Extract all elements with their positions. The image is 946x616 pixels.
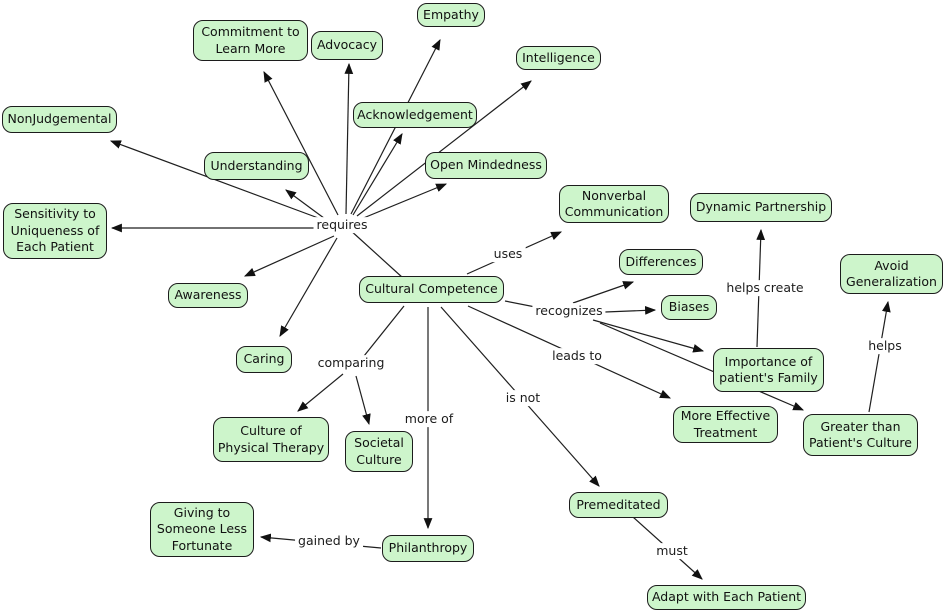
edge-line-requires-to-caring: [279, 237, 338, 337]
edge-line-recognizes-to-importance-of-patients-family: [592, 319, 705, 353]
concept-node-greater-than-patients-culture[interactable]: Greater than Patient's Culture: [803, 414, 918, 456]
concept-node-philanthropy[interactable]: Philanthropy: [382, 535, 474, 562]
concept-node-more-effective-treatment[interactable]: More Effective Treatment: [673, 406, 778, 443]
concept-node-advocacy[interactable]: Advocacy: [311, 31, 383, 60]
concept-node-open-mindedness[interactable]: Open Mindedness: [425, 152, 547, 179]
concept-node-awareness[interactable]: Awareness: [168, 283, 248, 308]
edge-line-greater-than-patients-culture-to-avoid-generalization: [868, 300, 891, 413]
concept-node-biases[interactable]: Biases: [661, 295, 717, 320]
link-label-helps[interactable]: helps: [865, 338, 905, 354]
concept-node-caring[interactable]: Caring: [236, 346, 292, 373]
concept-node-commitment-to-learn-more[interactable]: Commitment to Learn More: [193, 20, 308, 61]
link-label-requires[interactable]: requires: [313, 217, 371, 233]
edge-line-recognizes-to-greater-than-patients-culture: [599, 322, 805, 411]
link-label-leads-to[interactable]: leads to: [549, 348, 605, 364]
link-label-is-not[interactable]: is not: [502, 390, 544, 406]
edge-line-requires-to-acknowledgement: [352, 133, 403, 216]
concept-node-adapt-with-each-patient[interactable]: Adapt with Each Patient: [647, 585, 806, 610]
edge-line-recognizes-to-differences: [572, 281, 635, 304]
link-label-comparing[interactable]: comparing: [314, 355, 388, 371]
concept-node-premeditated[interactable]: Premeditated: [569, 492, 668, 518]
link-label-must[interactable]: must: [653, 543, 691, 559]
link-label-uses[interactable]: uses: [490, 246, 526, 262]
concept-node-giving-to-someone-less-fortunate[interactable]: Giving to Someone Less Fortunate: [150, 502, 254, 557]
edge-line-cultural-competence-to-requires: [348, 228, 404, 279]
concept-node-sensitivity[interactable]: Sensitivity to Uniqueness of Each Patien…: [3, 203, 107, 259]
edge-line-requires-to-open-mindedness: [360, 183, 448, 220]
edge-line-requires-to-commitment-to-learn-more: [263, 71, 339, 216]
concept-node-acknowledgement[interactable]: Acknowledgement: [353, 102, 477, 128]
concept-node-societal-culture[interactable]: Societal Culture: [345, 431, 413, 472]
edge-line-cultural-competence-to-comparing: [363, 305, 405, 357]
concept-node-cultural-competence[interactable]: Cultural Competence: [359, 276, 504, 303]
link-label-recognizes[interactable]: recognizes: [532, 303, 606, 319]
concept-node-nonjudgemental[interactable]: NonJudgemental: [2, 106, 117, 133]
link-label-more-of[interactable]: more of: [401, 411, 457, 427]
concept-node-culture-of-physical-therapy[interactable]: Culture of Physical Therapy: [213, 417, 329, 462]
concept-node-avoid-generalization[interactable]: Avoid Generalization: [840, 254, 943, 294]
edge-line-requires-to-intelligence: [356, 80, 532, 217]
concept-node-dynamic-partnership[interactable]: Dynamic Partnership: [690, 193, 832, 222]
edge-line-comparing-to-culture-of-physical-therapy: [297, 373, 344, 412]
edge-line-requires-to-advocacy: [344, 62, 354, 215]
concept-node-differences[interactable]: Differences: [619, 249, 703, 275]
link-label-gained-by[interactable]: gained by: [295, 533, 363, 549]
edge-line-comparing-to-societal-culture: [355, 375, 371, 426]
edge-line-requires-to-awareness: [243, 235, 335, 277]
concept-node-importance-of-patients-family[interactable]: Importance of patient's Family: [713, 348, 824, 392]
concept-node-understanding[interactable]: Understanding: [204, 152, 309, 180]
link-label-helps-create[interactable]: helps create: [723, 280, 807, 296]
concept-node-intelligence[interactable]: Intelligence: [516, 46, 601, 70]
edge-line-recognizes-to-biases: [604, 305, 657, 315]
concept-node-nonverbal-communication[interactable]: Nonverbal Communication: [559, 185, 669, 223]
edge-line-requires-to-nonjudgemental: [109, 140, 330, 223]
concept-node-empathy[interactable]: Empathy: [417, 3, 485, 27]
